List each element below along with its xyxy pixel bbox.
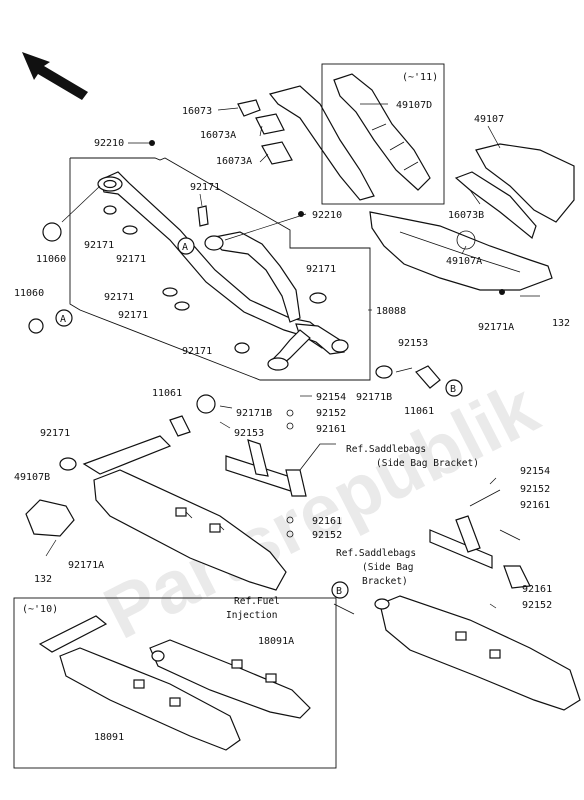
callout-16073b: 16073B (448, 210, 484, 221)
callout-92171a-right: 92171A (478, 322, 514, 333)
callout-92153-b: 92153 (234, 428, 264, 439)
callout-92171-h: 92171 (40, 428, 70, 439)
callout-132-left: 132 (34, 574, 52, 585)
clamps (28, 140, 540, 471)
callout-92171-c: 92171 (116, 254, 146, 265)
ref-saddlebags-2-line1: Ref.Saddlebags (336, 548, 416, 559)
callout-49107a: 49107A (446, 256, 482, 267)
callout-11061-b: 11061 (404, 406, 434, 417)
callout-92210-mid: 92210 (312, 210, 342, 221)
callout-92171b-b: 92171B (236, 408, 272, 419)
ref-fuel-line1: Ref.Fuel (234, 596, 280, 607)
callout-92152-b: 92152 (312, 530, 342, 541)
callout-92171-d: 92171 (306, 264, 336, 275)
callout-18091: 18091 (94, 732, 124, 743)
callout-92161-c: 92161 (520, 500, 550, 511)
callout-92210-top: 92210 (94, 138, 124, 149)
callout-92152-a: 92152 (316, 408, 346, 419)
callout-92171-b: 92171 (84, 240, 114, 251)
ref-saddlebags-2-line2: (Side Bag (362, 562, 413, 573)
leader-lines (61, 103, 501, 609)
inset-box-11 (321, 63, 445, 205)
muffler-left (82, 435, 287, 591)
reference-notes: Ref.Saddlebags (Side Bag Bracket) Ref.Sa… (226, 444, 479, 621)
ref-saddlebags-1-line2: (Side Bag Bracket) (376, 458, 479, 469)
connector-markers: A A B B (55, 237, 463, 599)
heat-shield-16073b (454, 171, 537, 240)
header-pipe-18088 (97, 171, 349, 371)
callout-49107: 49107 (474, 114, 504, 125)
ref-fuel-line2: Injection (226, 610, 277, 621)
callout-92152-d: 92152 (522, 600, 552, 611)
callout-16073a-2: 16073A (216, 156, 252, 167)
header-pipe-group-outline (69, 157, 371, 381)
callout-11060-a: 11060 (36, 254, 66, 265)
callout-16073: 16073 (182, 106, 212, 117)
callout-92171-f: 92171 (118, 310, 148, 321)
callout-92171-a: 92171 (190, 182, 220, 193)
callout-92171-g: 92171 (182, 346, 212, 357)
callout-11061-a: 11061 (152, 388, 182, 399)
callout-18088: 18088 (376, 306, 406, 317)
callout-92161-b: 92161 (312, 516, 342, 527)
muffler-bracket-right (429, 489, 531, 589)
callout-16073a-1: 16073A (200, 130, 236, 141)
muffler-18091 (38, 615, 241, 751)
callout-92171b-a: 92171B (356, 392, 392, 403)
callout-92171a-left: 92171A (68, 560, 104, 571)
end-cap-49107b (25, 499, 75, 557)
heat-cover-49107d (333, 73, 431, 191)
callout-92161-a: 92161 (316, 424, 346, 435)
callout-labels: 16073 16073A 16073A 92210 92210 92171 92… (14, 72, 570, 743)
ref-saddlebags-2-line3: Bracket) (362, 576, 408, 587)
connector-b-mid: B (450, 384, 456, 395)
callout-92161-d: 92161 (522, 584, 552, 595)
muffler-bracket (225, 409, 336, 538)
ref-saddlebags-1-line1: Ref.Saddlebags (346, 444, 426, 455)
muffler-right (333, 595, 581, 711)
callout-92154-b: 92154 (520, 466, 550, 477)
callout-92154-a: 92154 (316, 392, 346, 403)
heat-cover-49107 (475, 143, 575, 223)
callout-92152-c: 92152 (520, 484, 550, 495)
muffler-18091a (149, 639, 311, 719)
callout-18091a: 18091A (258, 636, 294, 647)
connector-a-left: A (60, 314, 66, 325)
inset-box-10 (13, 597, 337, 769)
callout-49107b: 49107B (14, 472, 50, 483)
front-direction-arrow-icon (22, 52, 88, 100)
connector-sleeves-11061 (169, 365, 441, 437)
callout-49107d: 49107D (396, 100, 432, 111)
connector-b-low: B (336, 586, 342, 597)
callout-92171-e: 92171 (104, 292, 134, 303)
note-11: (~'11) (402, 72, 438, 83)
callout-11060-b: 11060 (14, 288, 44, 299)
callout-132-right: 132 (552, 318, 570, 329)
connector-a-mid: A (182, 242, 188, 253)
callout-92153-a: 92153 (398, 338, 428, 349)
note-10: (~'10) (22, 604, 58, 615)
heat-cover-49107a (369, 211, 553, 291)
